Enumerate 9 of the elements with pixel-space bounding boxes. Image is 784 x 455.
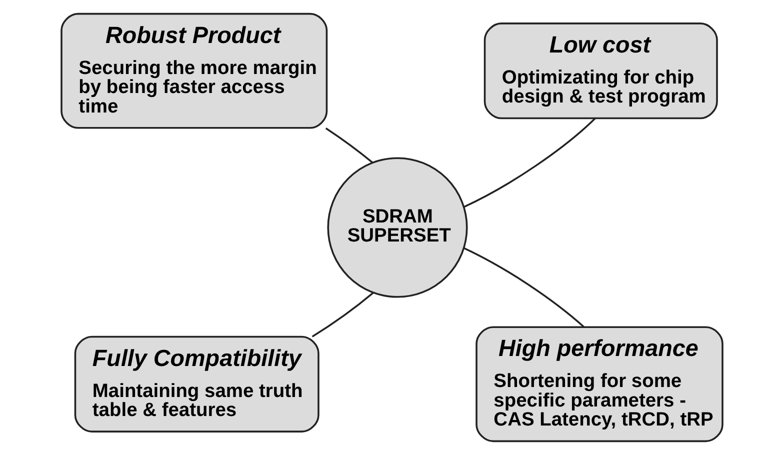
node-box: High performance Shortening for some specific parameters - CAS Latency, tRCD, tRP <box>476 326 724 442</box>
connector <box>325 127 374 164</box>
connector <box>463 247 584 328</box>
node-box: Robust Product Securing the more margin by being faster access time <box>60 12 328 129</box>
node-circle: SDRAM SUPERSET <box>327 157 468 298</box>
node-box: Fully Compatibility Maintaining same truth table & features <box>74 336 320 432</box>
node-box: Low cost Optimizating for chip design & test program <box>484 22 718 120</box>
connector <box>464 118 596 208</box>
connector <box>312 292 374 338</box>
